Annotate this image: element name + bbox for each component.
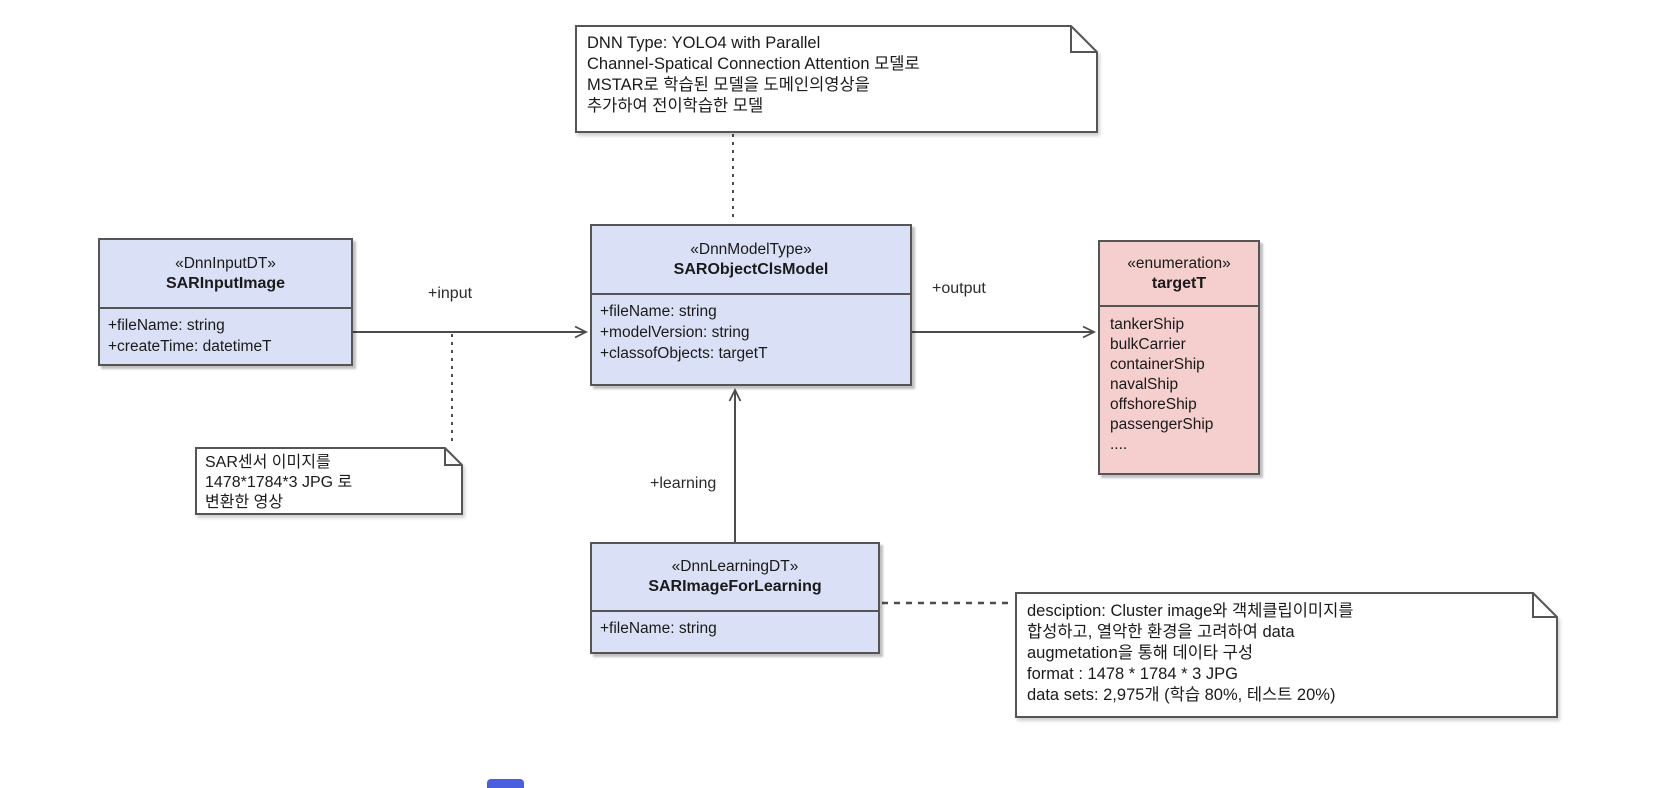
note-line: data sets: 2,975개 (학습 80%, 테스트 20%) — [1027, 686, 1336, 704]
class-attribute: +modelVersion: string — [600, 324, 750, 341]
note-fold-icon — [1532, 593, 1557, 618]
note-line: format : 1478 * 1784 * 3 JPG — [1027, 665, 1238, 683]
enum-header: «enumeration» targetT — [1100, 242, 1258, 307]
note-shape — [195, 447, 463, 515]
enum-value: .... — [1110, 436, 1128, 453]
partial-blue-shape — [487, 779, 524, 788]
class-header: «DnnLearningDT» SARImageForLearning — [592, 544, 878, 612]
enum-value: tankerShip — [1110, 316, 1185, 333]
enum-values: tankerShip bulkCarrier containerShip nav… — [1100, 307, 1258, 455]
note-line: SAR센서 이미지를 — [205, 454, 331, 471]
class-stereotype: «DnnModelType» — [690, 240, 812, 258]
class-header: «DnnInputDT» SARInputImage — [100, 240, 351, 309]
edge-label-learning: +learning — [650, 475, 717, 492]
edge-label-output: +output — [932, 280, 986, 297]
class-name: SARImageForLearning — [648, 578, 822, 595]
note-learning-data: desciption: Cluster image와 객체클립이미지를 합성하고… — [1015, 592, 1558, 718]
note-line: 추가하여 전이학습한 모델 — [587, 97, 764, 115]
class-stereotype: «DnnInputDT» — [175, 254, 276, 272]
note-shape — [575, 25, 1098, 133]
class-sar-image-for-learning: «DnnLearningDT» SARImageForLearning +fil… — [590, 542, 880, 654]
enum-value: offshoreShip — [1110, 396, 1197, 413]
enum-value: bulkCarrier — [1110, 336, 1186, 353]
enum-name: targetT — [1151, 274, 1207, 292]
class-attribute: +fileName: string — [600, 620, 717, 637]
class-header: «DnnModelType» SARObjectClsModel — [592, 226, 910, 295]
note-line: 변환한 영상 — [205, 494, 284, 511]
class-attribute: +createTime: datetimeT — [108, 338, 272, 355]
class-name: SARInputImage — [165, 274, 286, 292]
enum-stereotype: «enumeration» — [1127, 254, 1231, 272]
note-line: 1478*1784*3 JPG 로 — [205, 474, 353, 491]
class-attribute: +classofObjects: targetT — [600, 345, 768, 362]
note-line: desciption: Cluster image와 객체클립이미지를 — [1027, 602, 1354, 620]
class-sar-object-cls-model: «DnnModelType» SARObjectClsModel +fileNa… — [590, 224, 912, 386]
note-fold-icon — [444, 448, 462, 466]
enum-value: passengerShip — [1110, 416, 1214, 433]
class-attributes: +fileName: string — [592, 612, 878, 639]
note-line: augmetation을 통해 데이타 구성 — [1027, 644, 1254, 662]
class-attributes: +fileName: string +createTime: datetimeT — [100, 309, 351, 357]
edge-label-input: +input — [428, 285, 473, 302]
enum-value: containerShip — [1110, 356, 1205, 373]
class-name: SARObjectClsModel — [673, 260, 829, 278]
enum-target-t: «enumeration» targetT tankerShip bulkCar… — [1098, 240, 1260, 475]
note-fold-icon — [1070, 26, 1097, 53]
class-sar-input-image: «DnnInputDT» SARInputImage +fileName: st… — [98, 238, 353, 366]
note-dnn-model-type: DNN Type: YOLO4 with Parallel Channel-Sp… — [575, 25, 1098, 133]
class-attributes: +fileName: string +modelVersion: string … — [592, 295, 910, 364]
note-line: Channel-Spatical Connection Attention 모델… — [587, 55, 920, 73]
note-line: MSTAR로 학습된 모델을 도메인의영상을 — [587, 76, 870, 94]
enum-value: navalShip — [1110, 376, 1179, 393]
class-stereotype: «DnnLearningDT» — [671, 558, 799, 575]
class-attribute: +fileName: string — [600, 303, 717, 320]
note-sar-sensor: SAR센서 이미지를 1478*1784*3 JPG 로 변환한 영상 — [195, 447, 463, 515]
note-line: 합성하고, 열악한 환경을 고려하여 data — [1027, 623, 1295, 641]
note-line: DNN Type: YOLO4 with Parallel — [587, 34, 821, 52]
note-shape — [1015, 592, 1558, 718]
class-attribute: +fileName: string — [108, 317, 225, 334]
